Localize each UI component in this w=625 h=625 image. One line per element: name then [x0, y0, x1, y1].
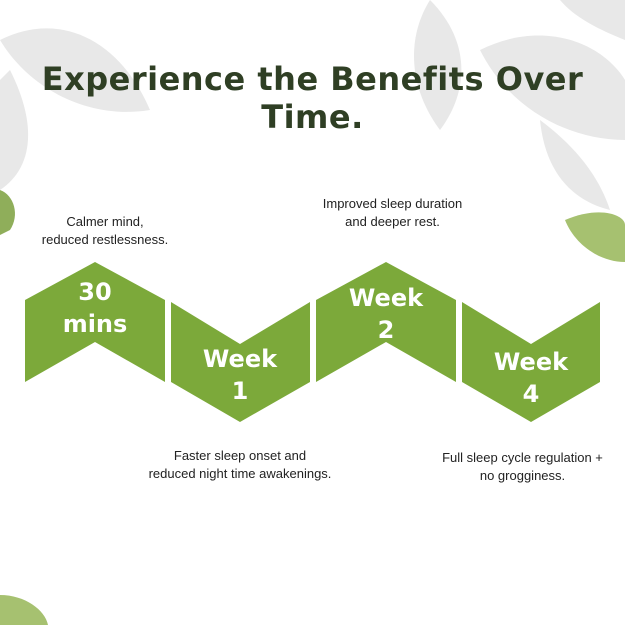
caption-line2: and deeper rest.: [345, 214, 440, 229]
stage-line1: 30: [78, 278, 112, 306]
caption-line1: Improved sleep duration: [322, 196, 463, 211]
caption-week-4: Full sleep cycle regulation + no groggin…: [415, 449, 625, 485]
caption-week-1: Faster sleep onset and reduced night tim…: [130, 447, 350, 483]
chevron-30-mins: [25, 262, 165, 382]
caption-line1: Full sleep cycle regulation +: [442, 450, 603, 465]
stage-line2: 1: [231, 377, 249, 405]
page-title: Experience the Benefits Over Time.: [41, 60, 584, 136]
stage-line2: 2: [377, 316, 395, 344]
stage-line2: 4: [522, 380, 540, 408]
leaf-shape: [540, 120, 610, 210]
stage-label-week-4: Week 4: [441, 346, 621, 410]
stage-line1: Week: [202, 345, 278, 373]
leaf-shape: [413, 0, 462, 130]
caption-line2: no grogginess.: [479, 468, 566, 483]
leaf-shape: [0, 70, 29, 190]
caption-line1: Faster sleep onset and: [173, 448, 307, 463]
chevron-week-4: [462, 302, 600, 422]
leaf-shape: [480, 35, 625, 140]
stage-line1: Week: [348, 284, 424, 312]
stage-line1: Week: [493, 348, 569, 376]
caption-line1: Calmer mind,: [66, 214, 144, 229]
leaf-green-bottom: [0, 595, 48, 625]
leaf-green-left: [0, 190, 15, 235]
stage-label-30-mins: 30 mins: [5, 276, 185, 340]
chevron-week-1: [171, 302, 310, 422]
caption-week-2: Improved sleep duration and deeper rest.: [290, 195, 495, 231]
leaf-green-right: [565, 212, 625, 262]
leaf-shape: [0, 28, 150, 112]
stage-label-week-1: Week 1: [150, 343, 330, 407]
caption-line2: reduced restlessness.: [41, 232, 169, 247]
leaf-shape: [560, 0, 625, 40]
stage-line2: mins: [62, 310, 128, 338]
stage-label-week-2: Week 2: [296, 282, 476, 346]
caption-30-mins: Calmer mind, reduced restlessness.: [20, 213, 190, 249]
chevron-week-2: [316, 262, 456, 382]
caption-line2: reduced night time awakenings.: [148, 466, 332, 481]
